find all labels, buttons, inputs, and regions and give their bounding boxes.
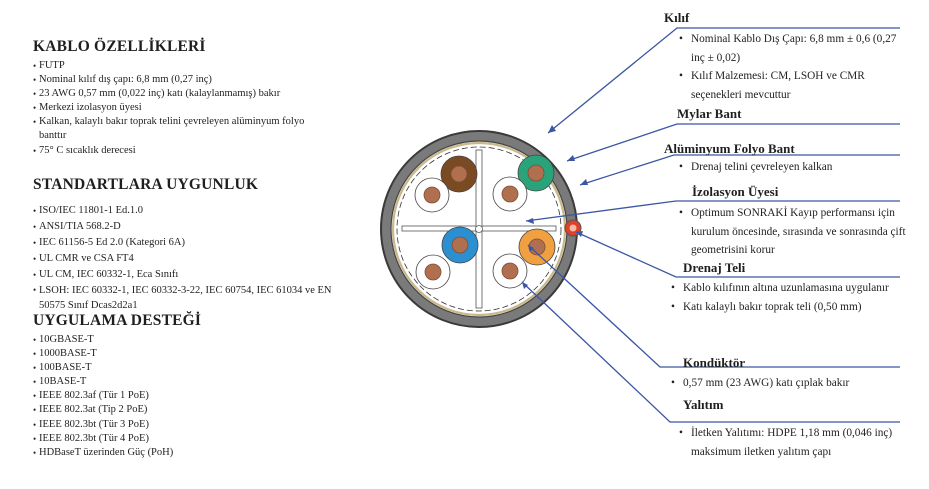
orange-white-conductor [501,262,519,280]
list-item: ANSI/TIA 568.2-D [33,219,353,235]
callout-folyo-text: Drenaj telini çevreleyen kalkan [677,158,907,177]
list-item: IEEE 802.3bt (Tür 4 PoE) [33,432,353,446]
green-white-conductor [501,185,519,203]
list-item: LSOH: IEC 60332-1, IEC 60332-3-22, IEC 6… [33,283,339,313]
leader-folyo [579,154,900,186]
callout-izolasyon-title: İzolasyon Üyesi [692,184,779,199]
brown-conductor [450,165,468,183]
pair-orange [492,228,556,289]
standards-title: STANDARTLARA UYGUNLUK [33,176,259,193]
list-item: UL CM, IEC 60332-1, Eca Sınıfı [33,267,353,283]
list-item: Kablo kılıfının altına uzunlamasına uygu… [669,279,909,298]
mylar-tape [396,146,562,312]
list-item: UL CMR ve CSA FT4 [33,251,353,267]
application-section: UYGULAMA DESTEĞİ 10GBASE-T 1000BASE-T 10… [33,311,353,460]
list-item: Nominal Kablo Dış Çapı: 6,8 mm ± 0,6 (0,… [677,30,907,67]
arrow-folyo [580,179,588,185]
list-item: 23 AWG 0,57 mm (0,022 inç) katı (kalayla… [33,87,353,101]
drain-wire-core [569,224,577,232]
list-item: Katı kalaylı bakır toprak teli (0,50 mm) [669,298,909,317]
arrow-kondukto [528,245,534,252]
callout-kondukto-title: Kondüktör [683,355,746,370]
list-item: İletken Yalıtımı: HDPE 1,18 mm (0,046 in… [677,424,897,461]
pair-green [492,154,555,212]
list-item: 10BASE-T [33,375,353,389]
callout-kilif-text: Nominal Kablo Dış Çapı: 6,8 mm ± 0,6 (0,… [677,30,907,104]
list-item: Merkezi izolasyon üyesi [33,101,353,115]
cable-specs-list: FUTP Nominal kılıf dış çapı: 6,8 mm (0,2… [33,59,353,158]
list-item: IEEE 802.3at (Tip 2 PoE) [33,403,353,417]
callout-mylar-title: Mylar Bant [677,106,742,121]
leader-yalitim [521,281,900,423]
callout-yalitim-title: Yalıtım [683,397,724,412]
standards-list: ISO/IEC 11801-1 Ed.1.0 ANSI/TIA 568.2-D … [33,203,353,313]
callout-yalitim-text: İletken Yalıtımı: HDPE 1,18 mm (0,046 in… [677,424,897,461]
blue-white-conductor [424,263,442,281]
list-item: Kalkan, kalaylı bakır toprak telini çevr… [33,115,319,143]
cable-specs-title: KABLO ÖZELLİKLERİ [33,38,206,55]
green-conductor [527,164,545,182]
list-item: Nominal kılıf dış çapı: 6,8 mm (0,27 inç… [33,73,353,87]
arrow-yalitim [522,282,528,289]
leader-mylar [566,123,900,162]
list-item: FUTP [33,59,353,73]
list-item: 1000BASE-T [33,347,353,361]
arrow-drenaj [576,231,583,237]
list-item: IEEE 802.3bt (Tür 3 PoE) [33,418,353,432]
list-item: 100BASE-T [33,361,353,375]
application-title: UYGULAMA DESTEĞİ [33,312,202,329]
list-item: 75° C sıcaklık derecesi [33,144,353,158]
callout-folyo-title: Alüminyum Folyo Bant [664,141,795,156]
leader-kondukto [527,244,900,368]
leader-lines [521,27,900,423]
list-item: Optimum SONRAKİ Kayıp performansı için k… [677,204,913,260]
leader-izolasyon [525,200,900,222]
pair-brown [414,155,478,213]
list-item: 0,57 mm (23 AWG) katı çıplak bakır [669,374,909,393]
list-item: HDBaseT üzerinden Güç (PoH) [33,446,353,460]
list-item: Drenaj telini çevreleyen kalkan [677,158,907,177]
list-item: IEEE 802.3af (Tür 1 PoE) [33,389,353,403]
callout-izolasyon-text: Optimum SONRAKİ Kayıp performansı için k… [677,204,913,260]
list-item: Kılıf Malzemesi: CM, LSOH ve CMR seçenek… [677,67,907,104]
list-item: ISO/IEC 11801-1 Ed.1.0 [33,203,353,219]
standards-section: STANDARTLARA UYGUNLUK ISO/IEC 11801-1 Ed… [33,175,353,313]
blue-conductor [451,236,469,254]
callout-drenaj-title: Drenaj Teli [683,260,746,275]
list-item: 10GBASE-T [33,333,353,347]
arrow-izolasyon [526,218,534,224]
brown-white-conductor [423,186,441,204]
callout-kilif-title: Kılıf [664,10,690,25]
arrow-kilif [548,125,556,133]
pair-blue [415,226,479,290]
callout-drenaj-text: Kablo kılıfının altına uzunlamasına uygu… [669,279,909,316]
application-list: 10GBASE-T 1000BASE-T 100BASE-T 10BASE-T … [33,333,353,460]
leader-arrowheads [522,125,588,289]
arrow-mylar [567,155,575,161]
leader-drenaj [575,231,900,278]
leader-kilif [547,27,900,134]
separator-center [475,225,483,233]
callout-kondukto-text: 0,57 mm (23 AWG) katı çıplak bakır [669,374,909,393]
cable-specs-section: KABLO ÖZELLİKLERİ FUTP Nominal kılıf dış… [33,37,353,158]
list-item: IEC 61156-5 Ed 2.0 (Kategori 6A) [33,235,353,251]
